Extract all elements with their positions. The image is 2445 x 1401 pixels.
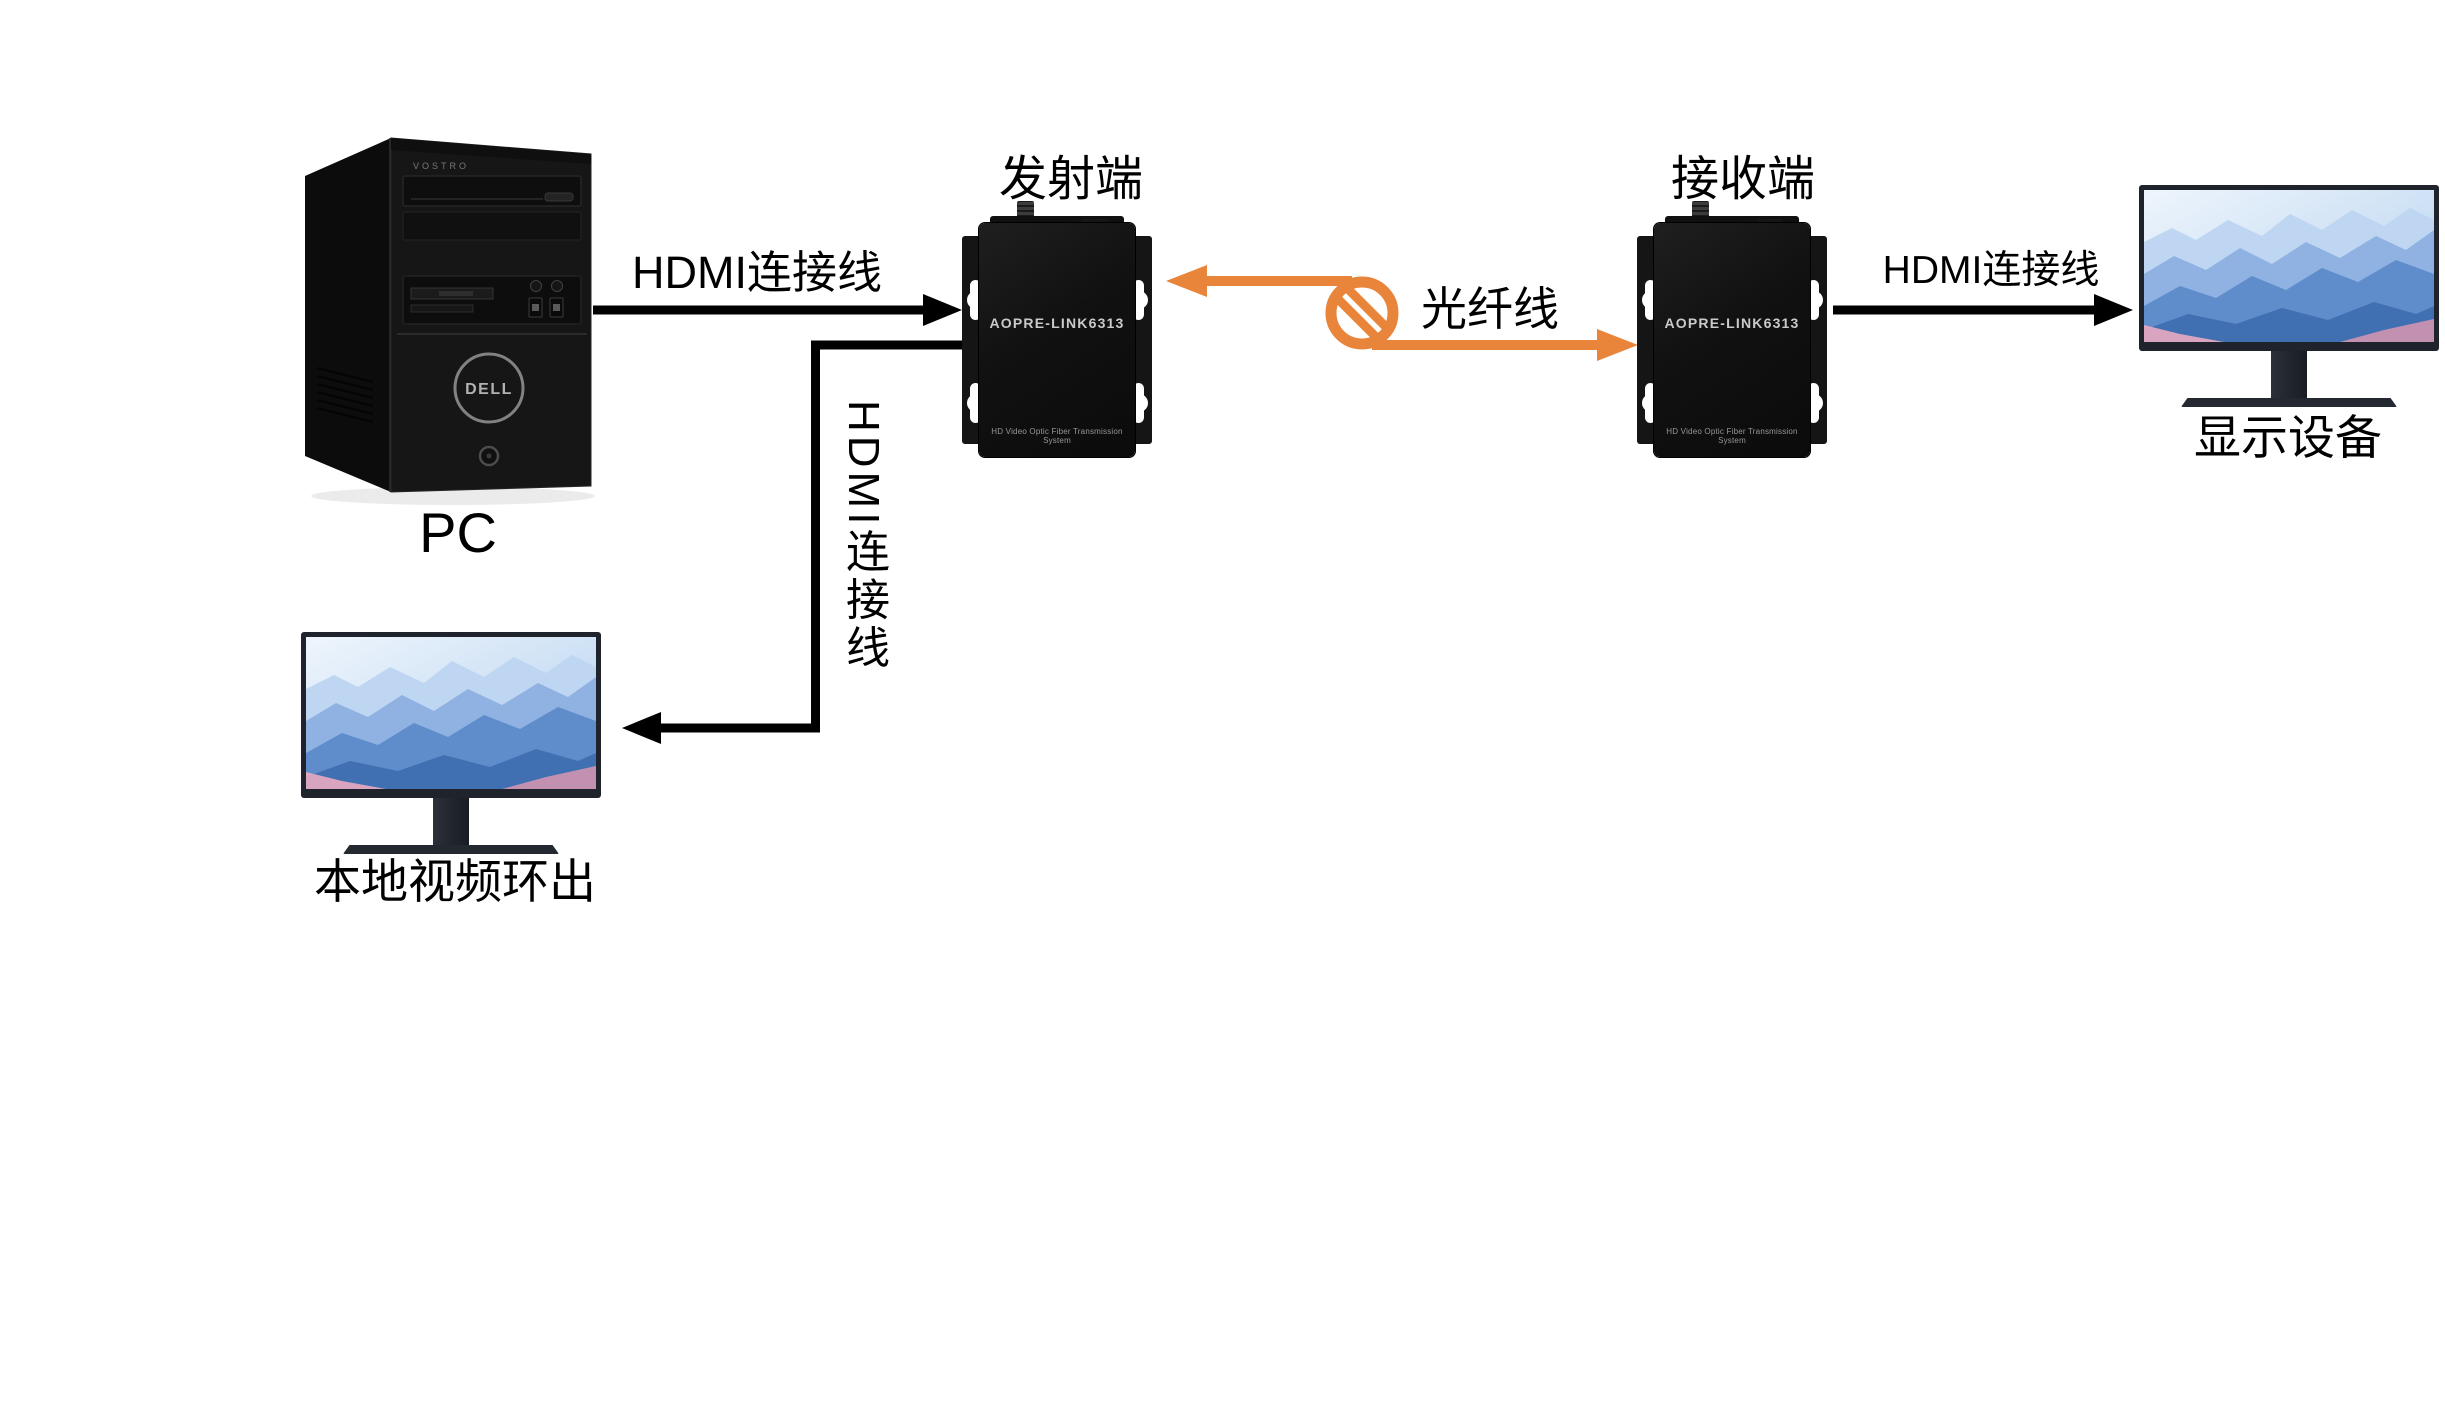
monitor-base xyxy=(343,845,559,854)
fiber-cable-label: 光纤线 xyxy=(1421,283,1559,335)
monitor-frame xyxy=(301,632,601,798)
hdmi-loop-arrow xyxy=(622,340,963,744)
monitor-wallpaper xyxy=(2144,190,2434,342)
pc-model-badge: VOSTRO xyxy=(413,161,469,171)
hdmi-cable-label-vertical: HDMI连接线 xyxy=(839,400,888,673)
receiver-device: AOPRE-LINK6313 HD Video Optic Fiber Tran… xyxy=(1637,201,1827,457)
monitor-wallpaper xyxy=(306,637,596,789)
hdmi-cable-label-1: HDMI连接线 xyxy=(632,247,882,298)
pc-label: PC xyxy=(419,501,497,564)
device-subtitle-text: HD Video Optic Fiber Transmission System xyxy=(991,427,1123,445)
dell-logo: DELL xyxy=(453,352,525,424)
monitor-frame xyxy=(2139,185,2439,351)
hdmi-cable-label-2: HDMI连接线 xyxy=(1882,249,2100,292)
pc-tower-image: VOSTRO DELL xyxy=(305,137,595,505)
device-model-text: AOPRE-LINK6313 xyxy=(989,315,1125,331)
hdmi-arrow-receiver-to-display xyxy=(1833,294,2133,326)
fiber-coil-icon xyxy=(1325,276,1399,350)
hdmi-arrow-pc-to-transmitter xyxy=(593,294,962,326)
loopout-monitor-image xyxy=(301,632,601,854)
monitor-base xyxy=(2181,398,2397,407)
receiver-label: 接收端 xyxy=(1670,153,1816,206)
svg-text:DELL: DELL xyxy=(465,381,513,398)
device-model-text: AOPRE-LINK6313 xyxy=(1664,315,1800,331)
display-label: 显示设备 xyxy=(2194,411,2382,464)
loopout-label: 本地视频环出 xyxy=(314,855,596,908)
monitor-stand xyxy=(2271,351,2307,398)
display-monitor-image xyxy=(2139,185,2439,407)
device-subtitle-text: HD Video Optic Fiber Transmission System xyxy=(1666,427,1798,445)
transmitter-label: 发射端 xyxy=(998,153,1144,206)
fiber-line xyxy=(1166,265,1638,361)
monitor-stand xyxy=(433,798,469,845)
transmitter-device: AOPRE-LINK6313 HD Video Optic Fiber Tran… xyxy=(962,201,1152,457)
